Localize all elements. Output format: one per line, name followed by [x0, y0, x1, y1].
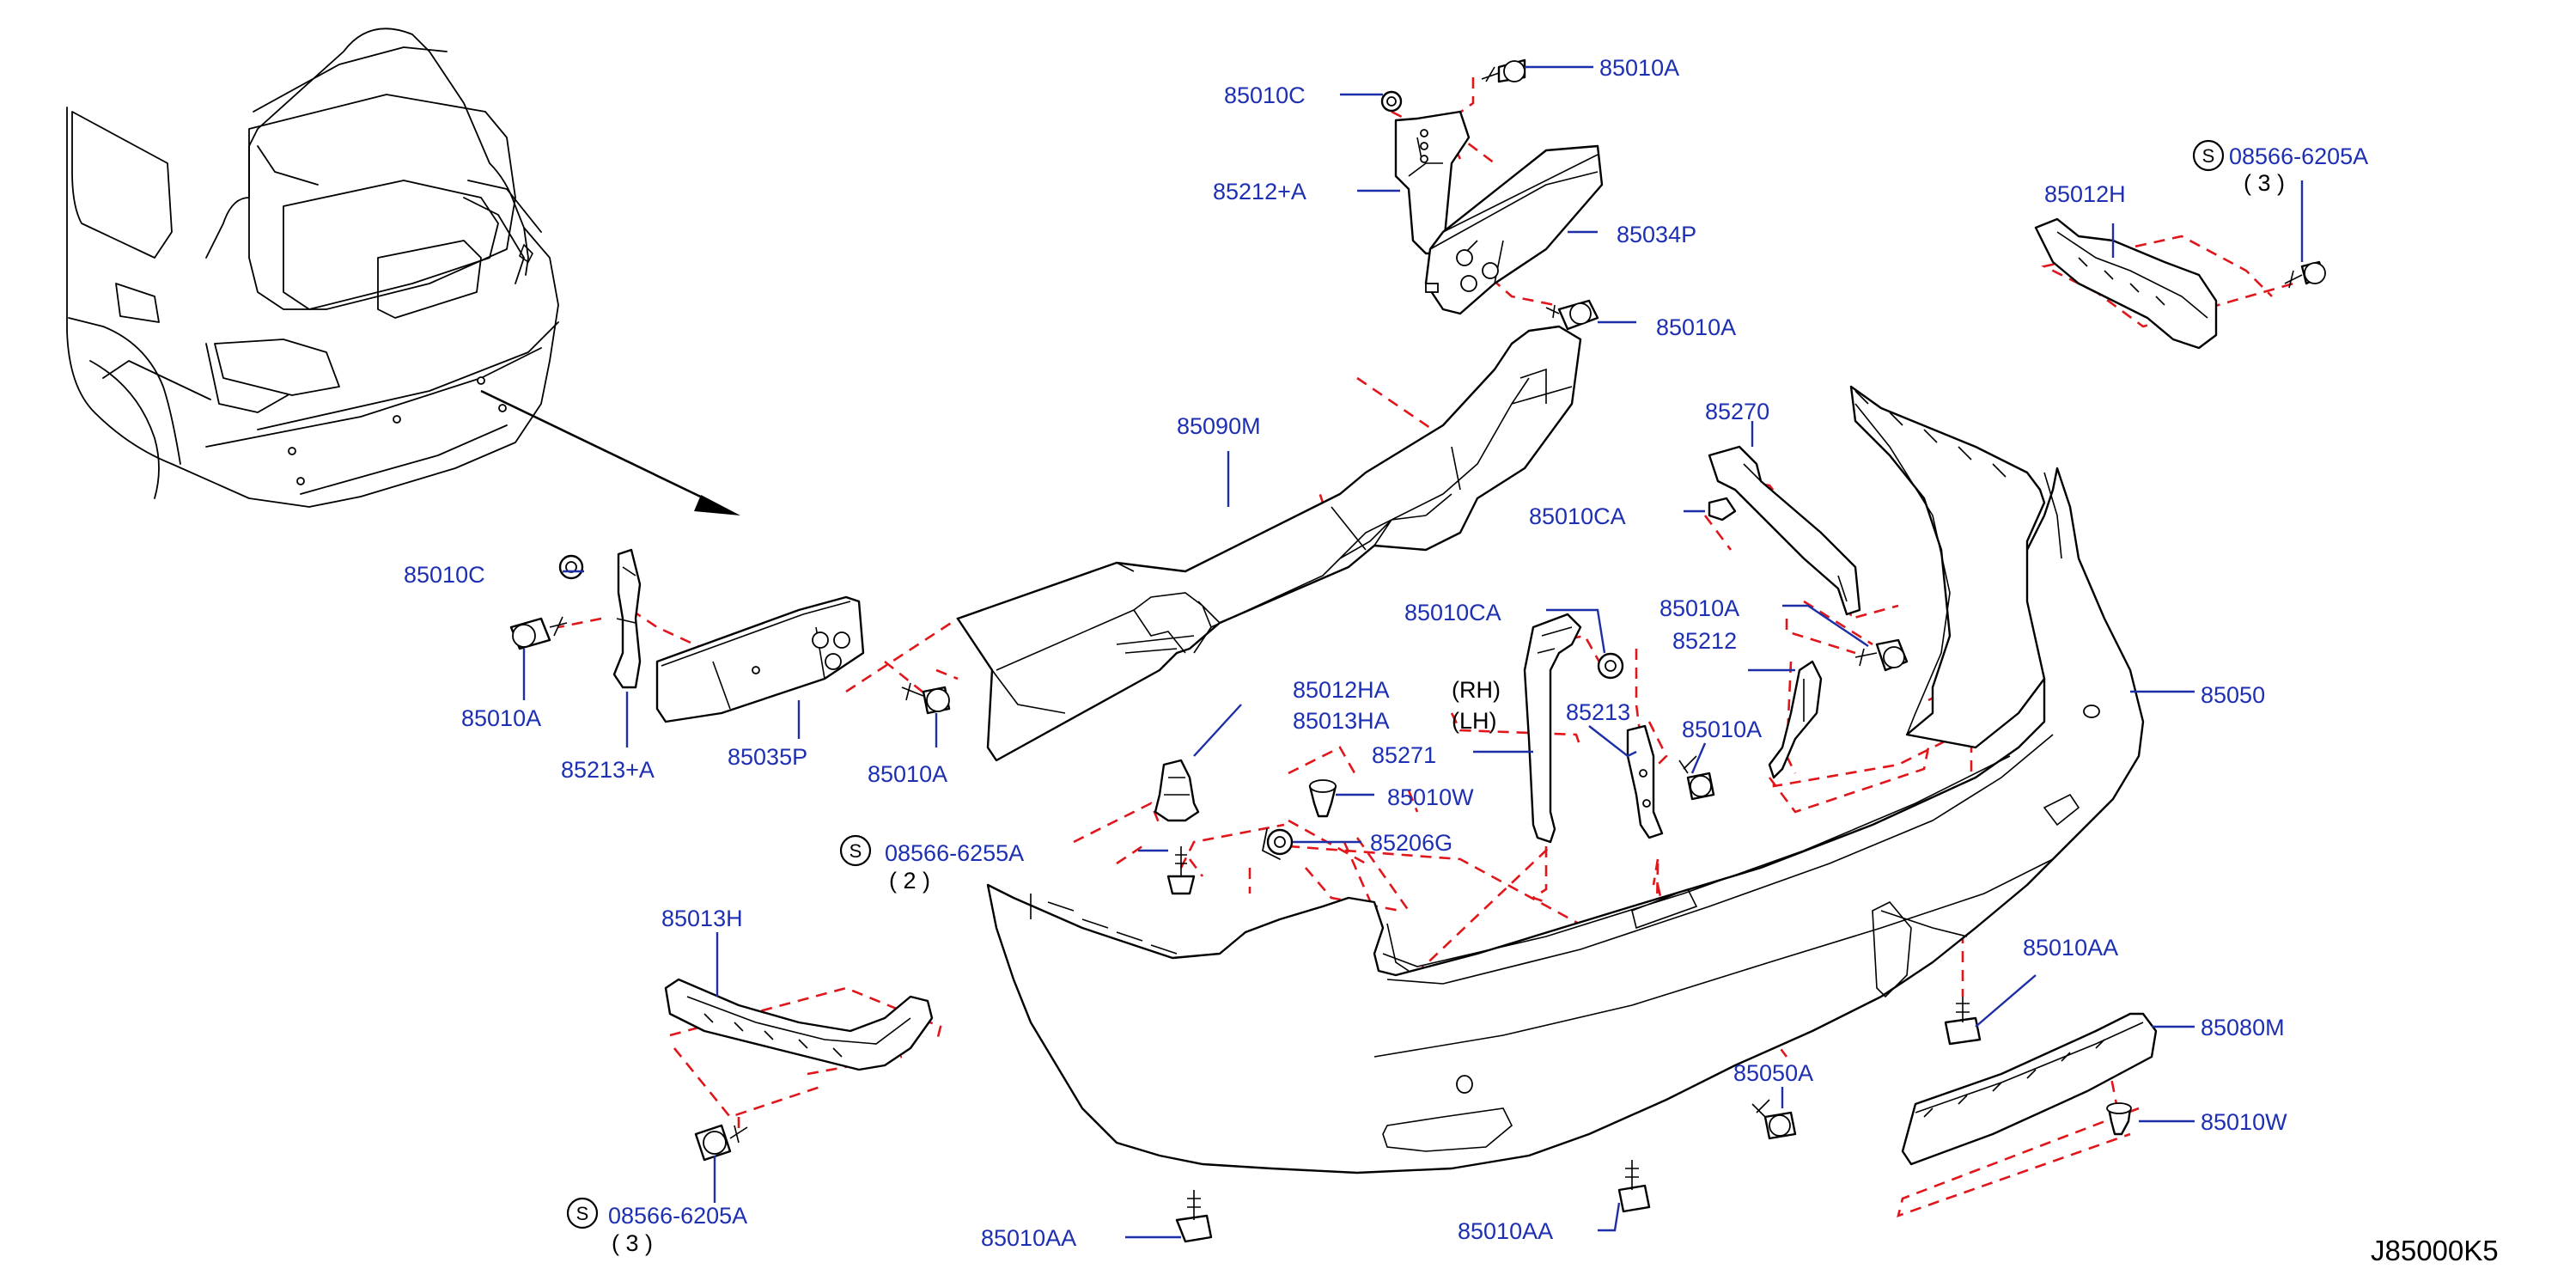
side-lh: (LH) [1452, 708, 1497, 734]
part-labels: 85010A 85010C 85212+A 85034P 85010A 8501… [404, 55, 2499, 1266]
callout-85010a-top: 85010A [1599, 55, 1679, 81]
callout-85010a-mid: 85010A [1656, 314, 1736, 340]
screw-85010aa-left [1175, 1190, 1213, 1243]
nut-85010c-left [558, 554, 584, 580]
callout-85034p: 85034P [1617, 222, 1696, 247]
callout-85010aa-right: 85010AA [2023, 935, 2118, 961]
callout-85050a: 85050A [1733, 1060, 1813, 1086]
part-85212a-bracket [1394, 110, 1471, 255]
callout-85010a-left-lower: 85010A [868, 761, 947, 787]
part-85270-bracket [1708, 445, 1861, 616]
qty-left: ( 3 ) [612, 1230, 653, 1256]
bolt-85010a-mid [1545, 299, 1599, 331]
callout-85212: 85212 [1672, 628, 1737, 654]
bolt-85010a-left-upper [509, 616, 568, 650]
side-rh: (RH) [1452, 677, 1501, 703]
part-85012h-bracket [2034, 217, 2218, 350]
svg-text:S: S [850, 840, 862, 862]
screw-85010aa-right [1944, 997, 1982, 1046]
nut-85010ca-lower [1597, 652, 1624, 680]
svg-text:S: S [576, 1203, 589, 1224]
svg-text:S: S [2202, 145, 2215, 167]
clip-85010w-lower [2106, 1102, 2132, 1136]
callout-85050: 85050 [2201, 682, 2265, 708]
bolt-85050a [1751, 1099, 1797, 1140]
diagram-code: J85000K5 [2371, 1235, 2499, 1266]
callout-85080m: 85080M [2201, 1015, 2285, 1040]
callout-85010w-upper: 85010W [1387, 784, 1474, 810]
callout-85213: 85213 [1566, 699, 1630, 725]
callout-85012h: 85012H [2044, 181, 2126, 207]
callout-85010ca-upper: 85010CA [1529, 503, 1626, 529]
screw-08566-6205a-left [694, 1124, 748, 1162]
callout-85212a: 85212+A [1213, 179, 1306, 204]
callout-08566-6255a: 08566-6255A [885, 840, 1024, 866]
callout-08566-6205a-left: 08566-6205A [608, 1203, 747, 1229]
part-85034p-stay [1424, 144, 1604, 315]
s-symbol-center: S [839, 834, 872, 867]
callout-08566-6205a-right: 08566-6205A [2229, 143, 2368, 169]
callout-85090m: 85090M [1177, 413, 1261, 439]
part-85271-bracket [1523, 613, 1582, 844]
qty-right: ( 3 ) [2244, 170, 2285, 196]
callout-85010w-lower: 85010W [2201, 1109, 2287, 1135]
callout-85010a-right: 85010A [1659, 595, 1739, 621]
callout-85013h: 85013H [661, 906, 743, 931]
nut-85010ca-upper [1708, 497, 1737, 522]
part-85213a-bracket [612, 548, 642, 689]
fastener-bolts [509, 58, 2326, 1243]
screw-08566-6255a [1166, 846, 1196, 895]
part-85050-bumper-fascia [986, 385, 2145, 1174]
callout-85270: 85270 [1705, 399, 1769, 424]
grommet-85206g [1262, 828, 1294, 860]
direction-arrow [480, 389, 740, 515]
nut-85010c-top [1380, 90, 1403, 113]
part-85213-bracket [1626, 724, 1664, 839]
callout-85035p: 85035P [728, 744, 807, 770]
bolt-08566-6205a-right [2284, 260, 2326, 289]
callout-85010c-left: 85010C [404, 562, 485, 588]
clip-85010w-upper [1308, 779, 1337, 818]
bolt-85010a-top [1481, 58, 1526, 83]
callout-85010aa-left: 85010AA [981, 1225, 1076, 1251]
part-85080m-garnish [1901, 1012, 2158, 1166]
s-symbol-left: S [566, 1197, 599, 1229]
callout-85010c-top: 85010C [1224, 82, 1306, 108]
part-85035p-stay [655, 595, 865, 723]
standard-part-symbols: S S S [566, 139, 2225, 1229]
callout-85012ha: 85012HA [1293, 677, 1390, 703]
vehicle-rear-illustration [66, 27, 559, 508]
callout-85213a: 85213+A [561, 757, 655, 783]
qty-center: ( 2 ) [889, 868, 930, 894]
callout-85010a-center: 85010A [1682, 717, 1762, 742]
callout-85010a-left-upper: 85010A [461, 705, 541, 731]
callout-85013ha: 85013HA [1293, 708, 1390, 734]
callout-85206g: 85206G [1370, 830, 1452, 856]
part-85090m-absorber [956, 325, 1582, 762]
leader-lines [522, 65, 2304, 1239]
callout-85271: 85271 [1372, 742, 1436, 768]
callout-85010ca-lower: 85010CA [1404, 600, 1501, 625]
part-85013h-bracket [664, 978, 934, 1071]
bolt-85010a-left-lower [901, 682, 951, 715]
bolt-85010a-right [1854, 638, 1909, 672]
bolt-85010a-center [1678, 755, 1715, 801]
part-85012ha-clip [1154, 759, 1200, 822]
callout-85010aa-center: 85010AA [1458, 1218, 1553, 1244]
part-85212-bracket [1768, 660, 1823, 779]
s-symbol-right: S [2192, 139, 2225, 172]
screw-85010aa-center [1617, 1160, 1651, 1213]
